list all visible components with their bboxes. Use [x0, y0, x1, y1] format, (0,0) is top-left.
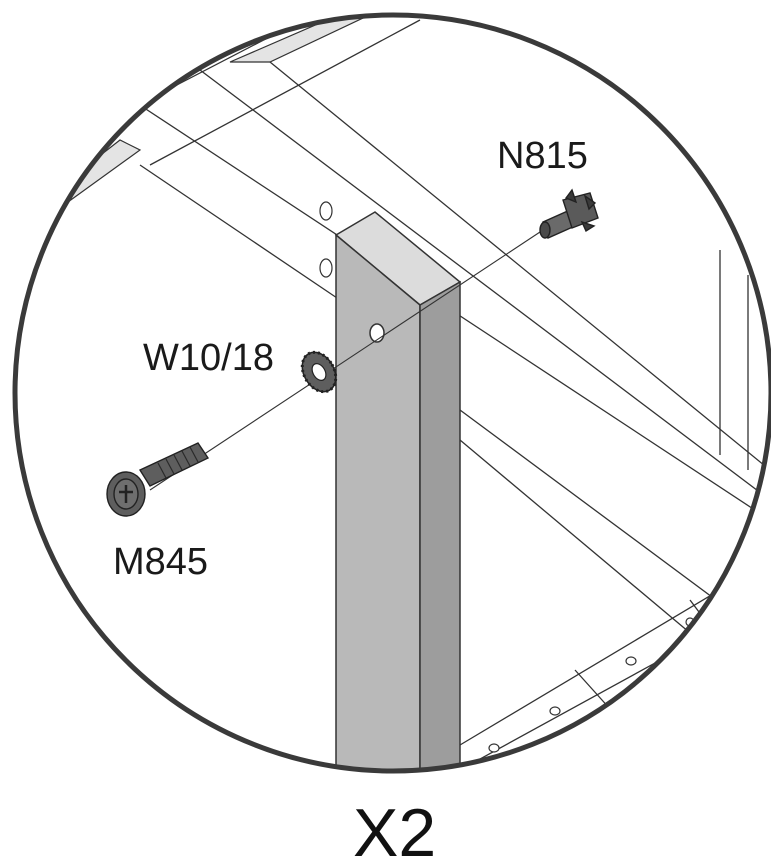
post-side-face — [419, 280, 461, 771]
post-front-face — [335, 233, 421, 771]
wooden-post — [334, 211, 462, 771]
nut-label: N815 — [497, 135, 588, 177]
frame-holes — [319, 201, 695, 753]
tee-nut-icon — [539, 188, 599, 239]
shaded-panel-top — [229, 15, 381, 63]
washer-label: W10/18 — [143, 337, 274, 379]
bolt-label: M845 — [113, 541, 208, 583]
bolt-icon — [106, 442, 210, 517]
edge-bracket — [766, 599, 771, 637]
quantity-label: X2 — [353, 795, 436, 863]
assembly-axis-line — [149, 231, 541, 491]
washer-icon — [300, 350, 338, 394]
zoom-circle-border — [12, 12, 771, 774]
